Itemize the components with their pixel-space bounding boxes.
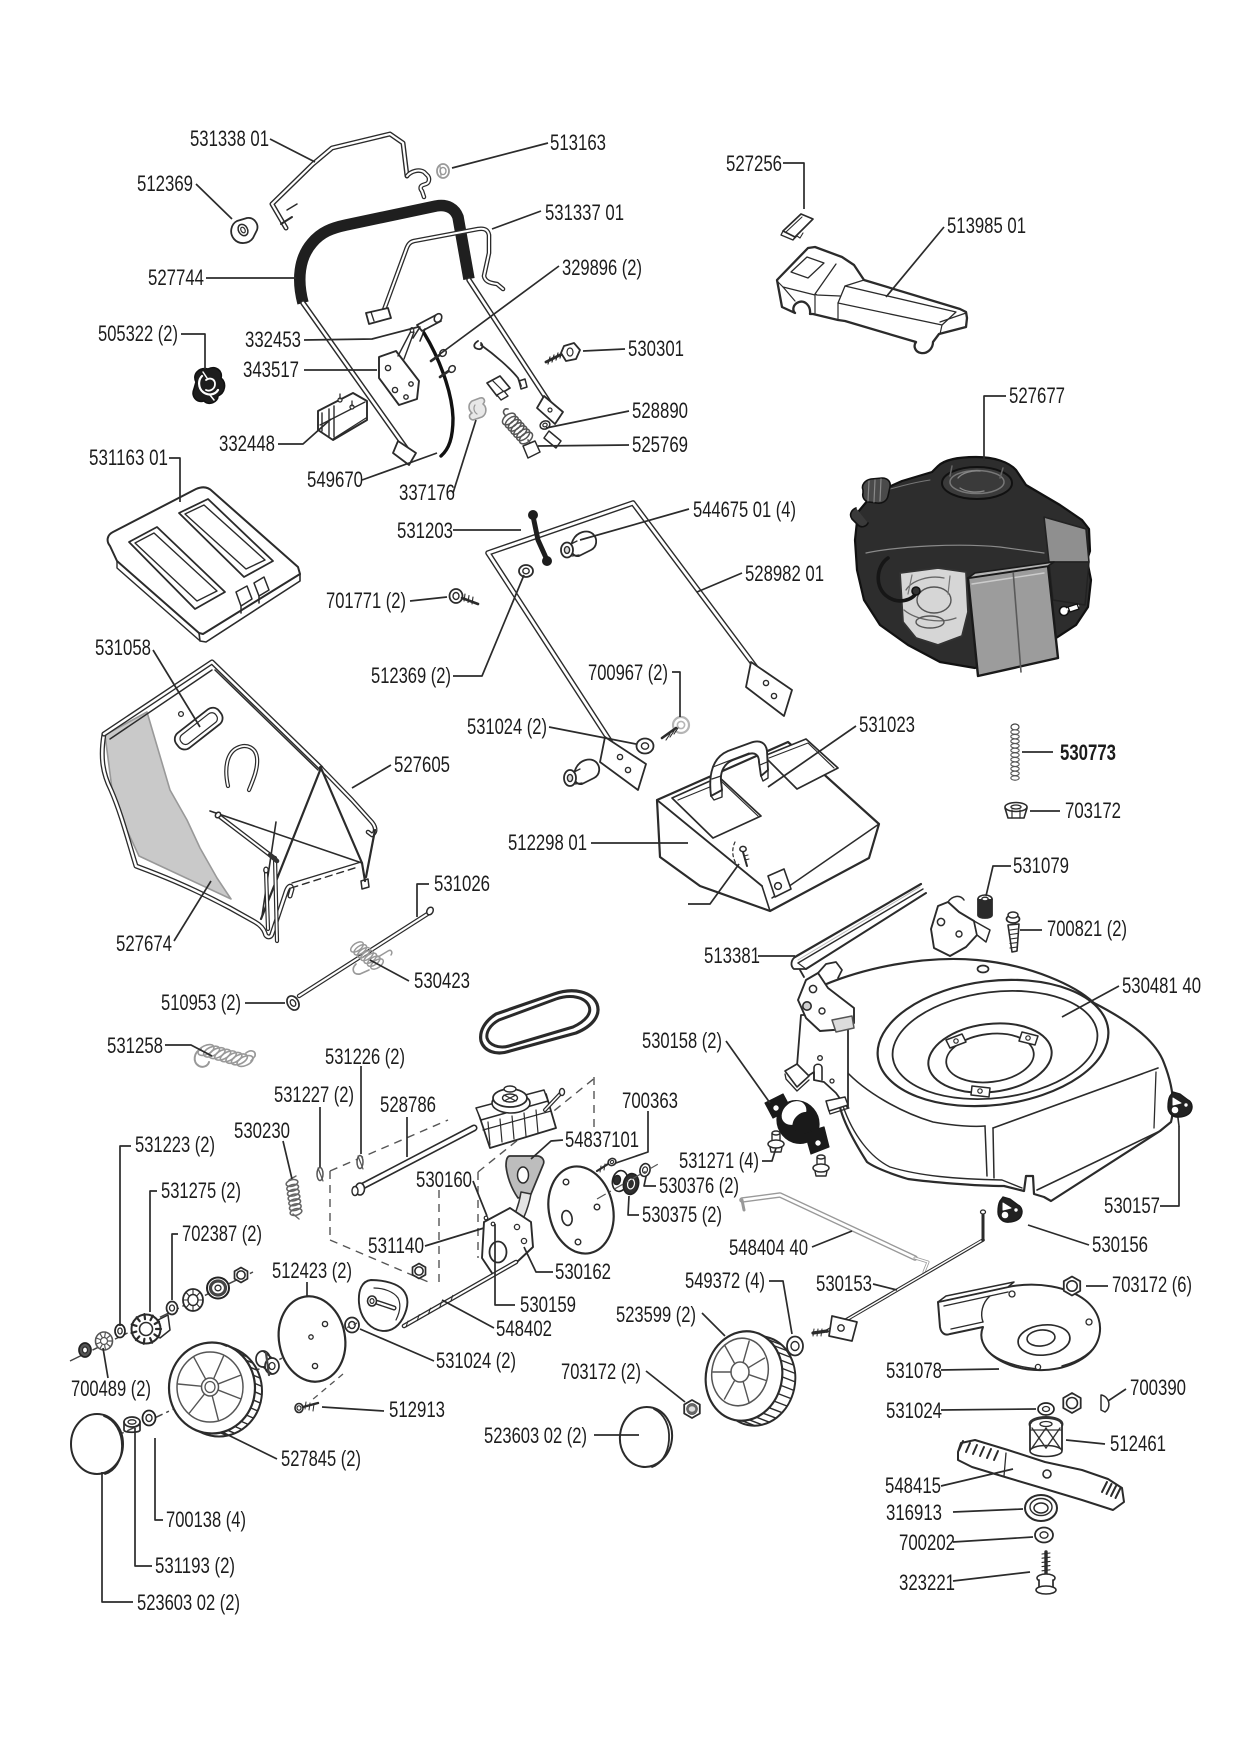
svg-text:332448: 332448 — [219, 431, 275, 456]
svg-text:530162: 530162 — [555, 1259, 611, 1284]
svg-text:512369: 512369 — [137, 171, 193, 196]
svg-text:527677: 527677 — [1009, 383, 1065, 408]
svg-text:512423 (2): 512423 (2) — [272, 1258, 352, 1283]
svg-text:548404 40: 548404 40 — [729, 1235, 808, 1260]
svg-text:530156: 530156 — [1092, 1232, 1148, 1257]
svg-text:530301: 530301 — [628, 336, 684, 361]
svg-text:703172: 703172 — [1065, 798, 1121, 823]
svg-text:527674: 527674 — [116, 931, 172, 956]
svg-text:531079: 531079 — [1013, 853, 1069, 878]
svg-text:700821 (2): 700821 (2) — [1047, 916, 1127, 941]
svg-text:530376 (2): 530376 (2) — [659, 1173, 739, 1198]
svg-text:531024: 531024 — [886, 1398, 942, 1423]
svg-text:523603 02 (2): 523603 02 (2) — [137, 1590, 240, 1615]
svg-text:530230: 530230 — [234, 1118, 290, 1143]
svg-text:531024 (2): 531024 (2) — [467, 714, 547, 739]
svg-text:530423: 530423 — [414, 968, 470, 993]
svg-text:531223 (2): 531223 (2) — [135, 1132, 215, 1157]
svg-text:527256: 527256 — [726, 151, 782, 176]
svg-text:513985 01: 513985 01 — [947, 213, 1026, 238]
svg-text:531026: 531026 — [434, 871, 490, 896]
svg-text:323221: 323221 — [899, 1570, 955, 1595]
svg-text:702387 (2): 702387 (2) — [182, 1221, 262, 1246]
svg-text:528890: 528890 — [632, 398, 688, 423]
svg-text:549670: 549670 — [307, 467, 363, 492]
svg-text:530773: 530773 — [1060, 740, 1116, 765]
svg-text:700363: 700363 — [622, 1088, 678, 1113]
svg-text:530159: 530159 — [520, 1292, 576, 1317]
svg-text:531275 (2): 531275 (2) — [161, 1178, 241, 1203]
svg-text:548415: 548415 — [885, 1473, 941, 1498]
svg-text:512461: 512461 — [1110, 1431, 1166, 1456]
svg-text:505322 (2): 505322 (2) — [98, 321, 178, 346]
svg-text:531258: 531258 — [107, 1033, 163, 1058]
svg-text:700489 (2): 700489 (2) — [71, 1376, 151, 1401]
svg-text:527744: 527744 — [148, 265, 204, 290]
svg-text:343517: 343517 — [243, 357, 299, 382]
svg-text:512913: 512913 — [389, 1397, 445, 1422]
svg-text:531023: 531023 — [859, 712, 915, 737]
svg-text:530375 (2): 530375 (2) — [642, 1202, 722, 1227]
svg-text:54837101: 54837101 — [565, 1127, 639, 1152]
svg-text:531203: 531203 — [397, 518, 453, 543]
svg-text:530158 (2): 530158 (2) — [642, 1028, 722, 1053]
svg-text:549372 (4): 549372 (4) — [685, 1268, 765, 1293]
svg-text:531338 01: 531338 01 — [190, 126, 269, 151]
svg-text:703172 (2): 703172 (2) — [561, 1359, 641, 1384]
svg-text:523599 (2): 523599 (2) — [616, 1302, 696, 1327]
svg-text:329896 (2): 329896 (2) — [562, 255, 642, 280]
svg-text:523603 02 (2): 523603 02 (2) — [484, 1423, 587, 1448]
svg-text:512298 01: 512298 01 — [508, 830, 587, 855]
svg-text:531337 01: 531337 01 — [545, 200, 624, 225]
svg-text:548402: 548402 — [496, 1316, 552, 1341]
svg-text:337176: 337176 — [399, 480, 455, 505]
svg-text:531227 (2): 531227 (2) — [274, 1082, 354, 1107]
svg-text:527845 (2): 527845 (2) — [281, 1446, 361, 1471]
svg-text:531024 (2): 531024 (2) — [436, 1348, 516, 1373]
svg-text:700390: 700390 — [1130, 1375, 1186, 1400]
svg-text:512369 (2): 512369 (2) — [371, 663, 451, 688]
svg-text:528982 01: 528982 01 — [745, 561, 824, 586]
svg-text:525769: 525769 — [632, 432, 688, 457]
svg-text:316913: 316913 — [886, 1500, 942, 1525]
svg-text:531193 (2): 531193 (2) — [155, 1553, 235, 1578]
svg-text:531140: 531140 — [368, 1233, 424, 1258]
svg-text:700202: 700202 — [899, 1530, 955, 1555]
svg-text:531271 (4): 531271 (4) — [679, 1148, 759, 1173]
svg-text:700967 (2): 700967 (2) — [588, 660, 668, 685]
svg-text:513163: 513163 — [550, 130, 606, 155]
svg-text:700138 (4): 700138 (4) — [166, 1507, 246, 1532]
svg-text:527605: 527605 — [394, 752, 450, 777]
svg-text:528786: 528786 — [380, 1092, 436, 1117]
svg-text:530153: 530153 — [816, 1271, 872, 1296]
svg-text:510953 (2): 510953 (2) — [161, 990, 241, 1015]
svg-text:332453: 332453 — [245, 327, 301, 352]
svg-text:530157: 530157 — [1104, 1193, 1160, 1218]
svg-text:531058: 531058 — [95, 635, 151, 660]
svg-text:530160: 530160 — [416, 1167, 472, 1192]
svg-text:531078: 531078 — [886, 1358, 942, 1383]
svg-text:530481 40: 530481 40 — [1122, 973, 1201, 998]
svg-text:544675 01 (4): 544675 01 (4) — [693, 497, 796, 522]
svg-text:701771 (2): 701771 (2) — [326, 588, 406, 613]
svg-text:513381: 513381 — [704, 943, 760, 968]
svg-text:531226 (2): 531226 (2) — [325, 1044, 405, 1069]
svg-text:703172 (6): 703172 (6) — [1112, 1272, 1192, 1297]
svg-text:531163 01: 531163 01 — [89, 445, 168, 470]
